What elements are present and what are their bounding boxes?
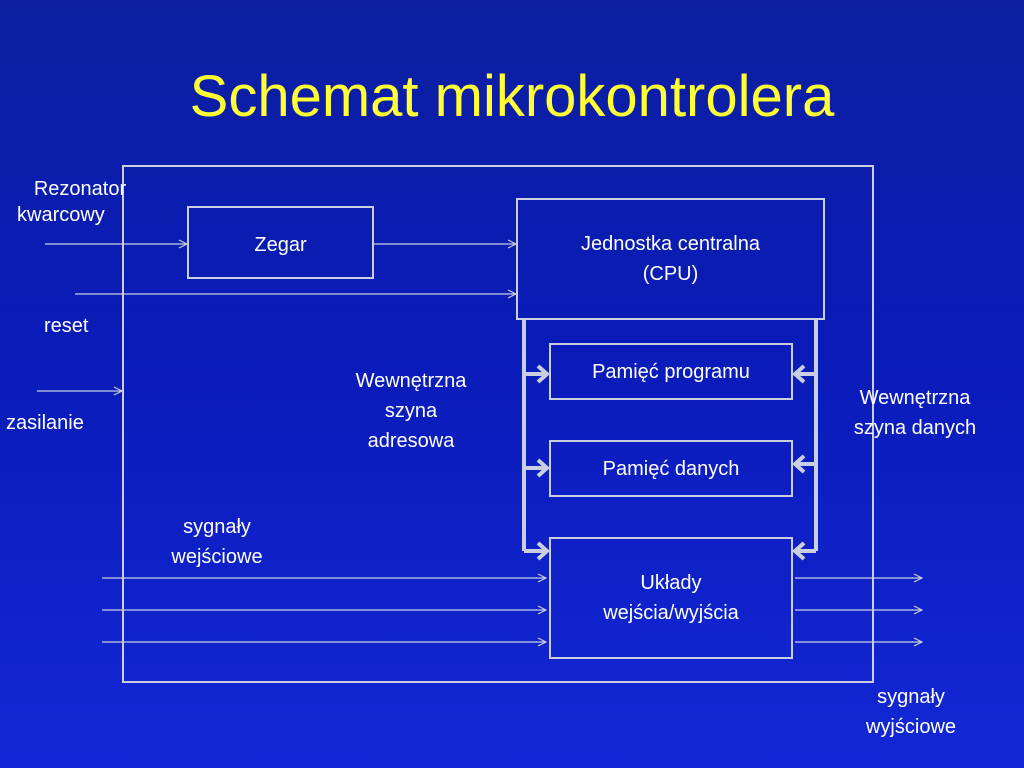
cpu-label-line1: Jednostka centralna: [580, 233, 760, 255]
output-signals-label-line1: sygnały: [877, 686, 945, 708]
data-bus: [791, 320, 818, 561]
data-memory-label: Pamięć danych: [602, 457, 740, 480]
data-memory-block: Pamięć danych: [549, 440, 793, 497]
power-label: zasilanie: [6, 412, 84, 434]
address-bus-label: Wewnętrzna szyna adresowa: [336, 366, 486, 456]
address-bus-label-line2: szyna: [384, 400, 438, 422]
io-label-line1: Układy: [640, 572, 702, 594]
io-label-line2: wejścia/wyjścia: [603, 602, 739, 624]
cpu-block: Jednostka centralna (CPU): [516, 198, 825, 320]
clock-block: Zegar: [187, 206, 374, 279]
reset-label: reset: [44, 315, 89, 337]
cpu-label-line2: (CPU): [642, 263, 699, 285]
output-signals-label: sygnały wyjściowe: [836, 682, 986, 742]
input-signals-label-line2: wejściowe: [171, 546, 263, 568]
clock-label: Zegar: [254, 234, 307, 256]
address-bus-label-line1: Wewnętrzna: [355, 370, 467, 392]
resonator-label: Rezonator kwarcowy: [10, 174, 150, 230]
output-signals-label-line2: wyjściowe: [865, 716, 957, 738]
data-bus-label-line1: Wewnętrzna: [859, 387, 971, 409]
data-bus-label-line2: szyna danych: [853, 417, 977, 439]
resonator-label-line2: kwarcowy: [17, 204, 105, 226]
input-signals-label: sygnały wejściowe: [142, 512, 292, 572]
resonator-label-line1: Rezonator: [33, 178, 127, 200]
page-title: Schemat mikrokontrolera: [189, 64, 835, 129]
microcontroller-boundary: [122, 165, 874, 683]
program-memory-label: Pamięć programu: [592, 360, 750, 383]
data-bus-label: Wewnętrzna szyna danych: [826, 383, 1004, 443]
io-block: Układy wejścia/wyjścia: [549, 537, 793, 659]
program-memory-block: Pamięć programu: [549, 343, 793, 400]
address-bus-label-line3: adresowa: [367, 430, 455, 452]
input-signals-label-line1: sygnały: [183, 516, 251, 538]
address-bus: [522, 320, 551, 561]
